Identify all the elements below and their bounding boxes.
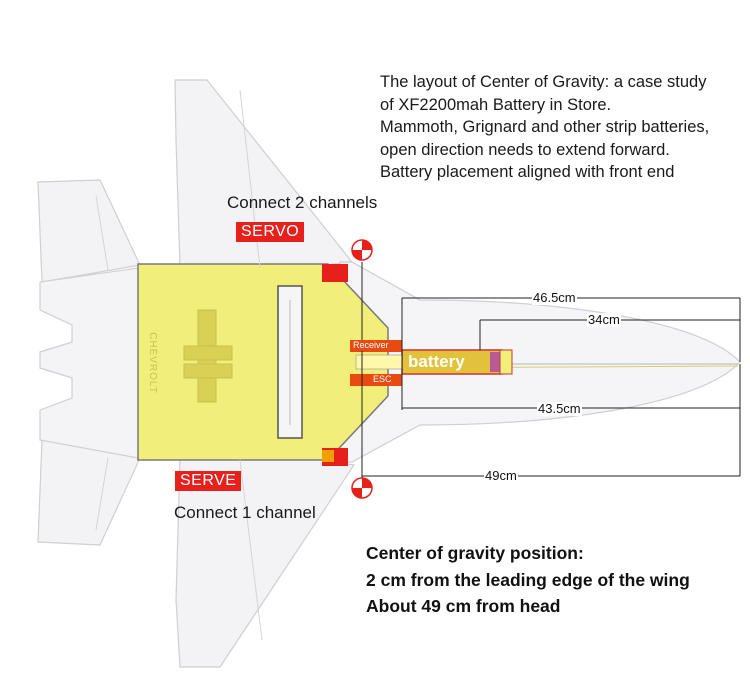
dimension-43-5-label: 43.5cm [537,401,582,416]
intro-line: Battery placement aligned with front end [380,163,675,181]
cg-line: 2 cm from the leading edge of the wing [366,569,690,590]
servo-marker-top [322,264,348,282]
intro-line: of XF2200mah Battery in Store. [380,95,612,114]
intro-line: The layout of Center of Gravity: a case … [380,73,707,91]
top-channel-label: Connect 2 channels [227,193,378,212]
intro-line: open direction needs to extend forward. [380,140,670,159]
upper-tail [37,179,141,283]
dimension-49-label: 49cm [484,468,518,483]
cg-description: Center of gravity position: 2 cm from th… [366,540,690,620]
intro-line: Mammoth, Grignard and other strip batter… [380,118,710,136]
esc-label: ESC [370,374,395,385]
battery-pack [401,349,503,375]
cg-line: Center of gravity position: [366,543,584,563]
dimension-34-label: 34cm [587,312,621,327]
battery-label: battery [408,352,465,371]
rear-fuselage [39,267,139,459]
dimension-46-5-label: 46.5cm [532,290,577,305]
cg-target-bottom-icon [351,477,373,499]
cg-target-top-icon [351,239,373,261]
servo-badge: SERVO [236,222,305,242]
bottom-channel-label: Connect 1 channel [174,503,316,522]
fuselage-nose [339,261,741,463]
dimension-49-line [361,262,741,478]
svg-text:CHEVROLT: CHEVROLT [147,332,158,394]
serve-badge: SERVE [175,471,242,491]
cg-line: About 49 cm from head [366,596,561,616]
receiver-label: Receiver [350,340,392,351]
intro-text: The layout of Center of Gravity: a case … [380,71,709,184]
battery-mount-area [137,263,389,461]
cross-decal-icon [183,309,233,403]
